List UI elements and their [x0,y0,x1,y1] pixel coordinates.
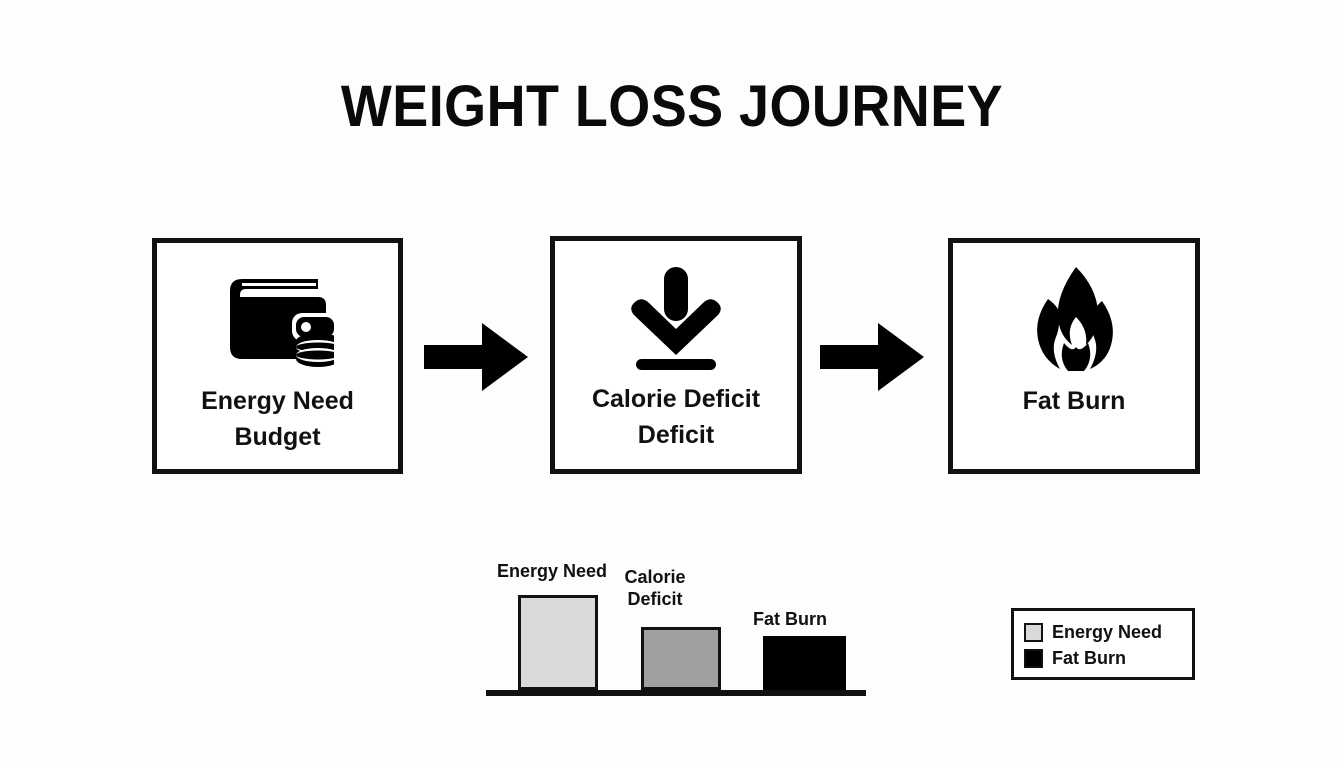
page-title: WEIGHT LOSS JOURNEY [340,74,1004,139]
flow-step-label-line2: Deficit [637,421,715,449]
flame-icon [1028,265,1120,373]
right-arrow-icon [820,323,924,391]
legend-swatch-energy-need [1024,622,1043,642]
flow-step-label-line1: Energy Need [201,387,354,415]
download-down-arrow-icon [626,263,726,371]
flow-step-label-line1: Calorie Deficit [591,385,761,413]
bar-label-calorie-deficit: Energy Need Calorie Deficit [600,566,710,610]
bar-chart: Energy Need Energy Need Calorie Deficit … [470,548,890,708]
bar-calorie-deficit[interactable] [641,627,721,690]
legend-item-energy-need[interactable]: Energy Need [1024,619,1182,645]
flow-step-label-line2: Budget [234,423,321,451]
wallet-with-coins-icon [222,265,334,373]
chart-legend: Energy Need Fat Burn [1011,608,1195,680]
legend-label-energy-need: Energy Need [1052,622,1163,642]
flow-step-label-group: Energy Need Budget [157,383,398,455]
flow-step-calorie-deficit[interactable]: Calorie Deficit Deficit [550,236,802,474]
chart-baseline-axis [486,690,866,696]
bar-label-energy-need: Energy Need [496,561,608,581]
bar-label-calorie: Calorie Deficit [624,567,686,609]
bar-fat-burn[interactable] [763,636,846,690]
flow-step-label-line1: Fat Burn [1022,387,1126,415]
flow-step-fat-burn[interactable]: Fat Burn [948,238,1200,474]
flow-step-label-group: Fat Burn [953,383,1195,419]
bar-label-fat-burn: Fat Burn [753,609,827,629]
legend-swatch-fat-burn [1024,648,1043,668]
right-arrow-icon [424,323,528,391]
flow-step-label-group: Calorie Deficit Deficit [555,381,797,453]
flow-step-energy-need[interactable]: Energy Need Budget [152,238,403,474]
bar-energy-need[interactable] [518,595,598,690]
legend-item-fat-burn[interactable]: Fat Burn [1024,645,1182,671]
legend-label-fat-burn: Fat Burn [1052,648,1126,668]
